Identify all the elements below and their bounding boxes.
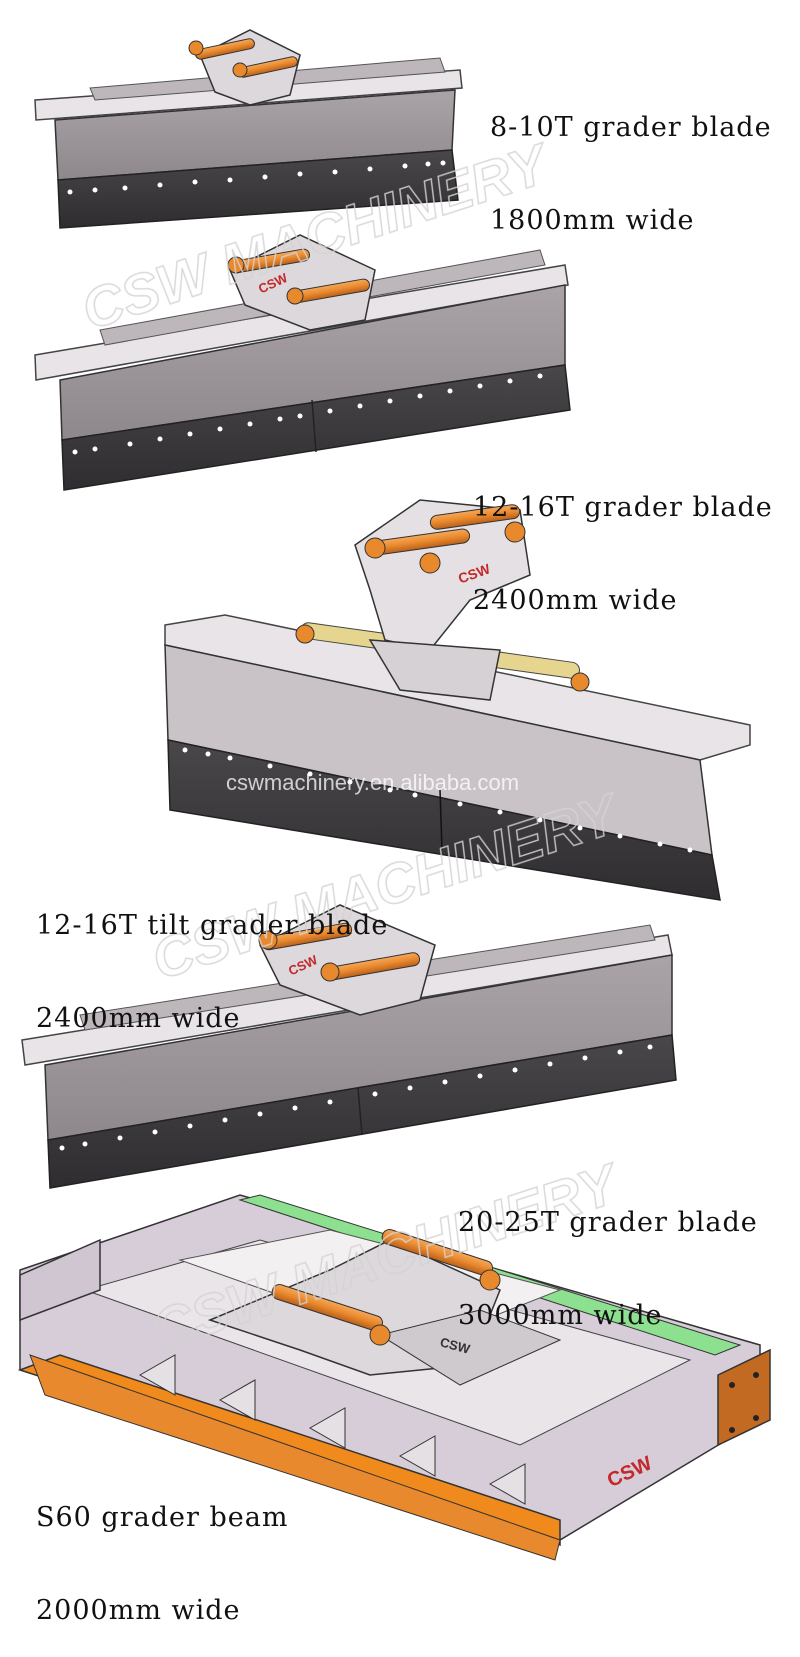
caption-title: 12-16T grader blade	[473, 492, 773, 523]
coupler-bracket	[188, 29, 301, 106]
caption-20-25t: 20-25T grader blade 3000mm wide	[458, 1145, 758, 1362]
url-watermark: cswmachinery.en.alibaba.com	[226, 770, 520, 795]
caption-width: 1800mm wide	[490, 205, 695, 236]
grader-beam-s60: CSW CSW	[17, 1194, 771, 1561]
blade-8-10t	[34, 29, 463, 229]
blade-12-16t: CSW	[34, 234, 571, 491]
caption-12-16t: 12-16T grader blade 2400mm wide	[473, 430, 773, 647]
beam-coupler-bracket: CSW	[207, 1229, 562, 1386]
caption-12-16t-tilt: 12-16T tilt grader blade 2400mm wide	[36, 848, 388, 1065]
caption-8-10t: 8-10T grader blade 1800mm wide	[490, 50, 772, 267]
caption-s60: S60 grader beam 2000mm wide	[36, 1440, 288, 1657]
coupler-bracket: CSW	[258, 904, 436, 1016]
caption-title: 12-16T tilt grader blade	[36, 910, 389, 941]
blade-12-16t-tilt: CSW	[164, 499, 751, 901]
caption-title: 20-25T grader blade	[458, 1207, 758, 1238]
caption-title: S60 grader beam	[36, 1502, 289, 1533]
blade-20-25t: CSW	[21, 904, 677, 1189]
caption-width: 3000mm wide	[458, 1300, 663, 1331]
caption-width: 2400mm wide	[36, 1003, 241, 1034]
tilt-coupler-bracket: CSW	[354, 499, 531, 701]
product-illustrations: CSW CSW	[17, 29, 771, 1561]
coupler-bracket: CSW	[227, 234, 376, 331]
caption-width: 2400mm wide	[473, 585, 678, 616]
caption-title: 8-10T grader blade	[490, 112, 772, 143]
